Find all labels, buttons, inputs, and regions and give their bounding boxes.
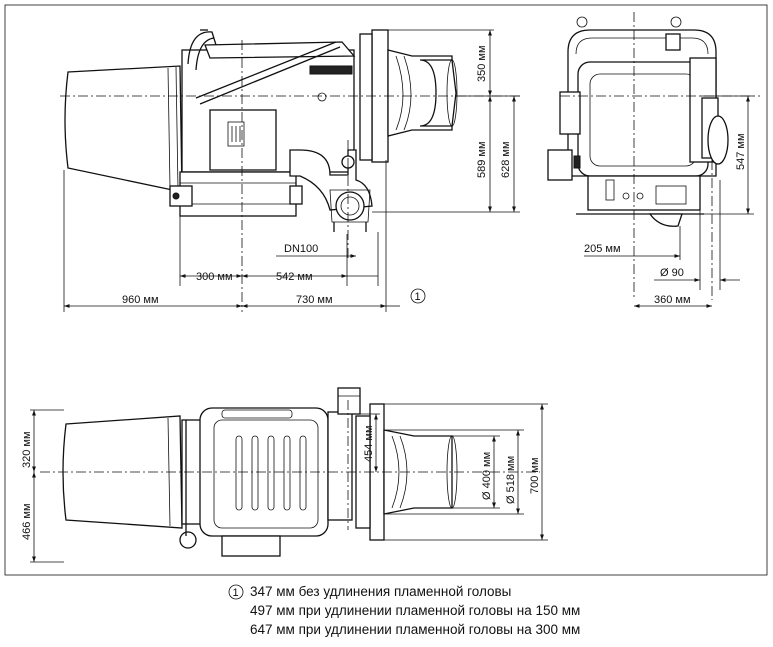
front-housing <box>577 61 709 177</box>
side-control-box <box>209 109 277 171</box>
footnote-line-3: 647 мм при удлинении пламенной головы на… <box>250 622 581 637</box>
footnote-marker-circle <box>228 584 244 600</box>
top-view-dimensions: 320 мм 466 мм 454 мм Ø 400 мм Ø 518 мм 7… <box>21 403 548 563</box>
dim-phi90: Ø 90 <box>660 267 684 279</box>
front-base <box>587 175 701 211</box>
side-gas-flange <box>335 191 365 221</box>
dim-360: 360 мм <box>654 294 691 306</box>
dim-730: 730 мм <box>296 294 333 306</box>
dim-phi400: Ø 400 мм <box>481 452 493 500</box>
dim-205: 205 мм <box>584 243 621 255</box>
side-view <box>60 29 520 312</box>
footnote-line-2: 497 мм при удлинении пламенной головы на… <box>250 603 581 618</box>
dim-454: 454 мм <box>363 425 375 462</box>
top-view <box>40 387 540 557</box>
side-fan-housing <box>64 65 183 193</box>
dim-589: 589 мм <box>476 141 488 178</box>
dim-320: 320 мм <box>21 431 33 468</box>
dim-phi518: Ø 518 мм <box>505 456 517 504</box>
dim-700: 700 мм <box>529 457 541 494</box>
footnote-line-1: 347 мм без удлинения пламенной головы <box>250 584 512 599</box>
dim-547: 547 мм <box>735 133 747 170</box>
dim-300: 300 мм <box>196 271 233 283</box>
dim-542: 542 мм <box>276 271 313 283</box>
ref-marker-1: 1 <box>415 291 421 303</box>
dim-350: 350 мм <box>476 45 488 82</box>
dim-628: 628 мм <box>500 141 512 178</box>
footnote-marker: 1 <box>233 587 239 599</box>
drawing-frame <box>4 4 768 576</box>
top-fan-housing <box>62 415 183 529</box>
front-view <box>547 12 760 300</box>
dim-dn100: DN100 <box>284 243 318 255</box>
top-gas-stub <box>337 387 361 415</box>
side-base <box>179 171 297 217</box>
side-view-dimensions: 300 мм 542 мм DN100 960 мм 730 мм 1 350 … <box>63 29 520 312</box>
dim-960: 960 мм <box>122 294 159 306</box>
front-view-dimensions: 547 мм 205 мм Ø 90 360 мм <box>584 95 754 308</box>
dim-466: 466 мм <box>21 503 33 540</box>
